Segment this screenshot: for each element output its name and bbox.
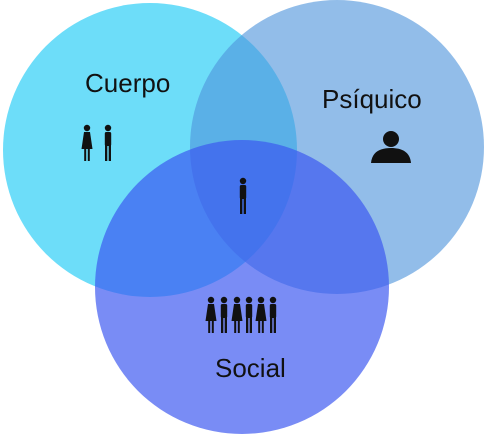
- cuerpo-label: Cuerpo: [85, 68, 171, 98]
- psiquico-label: Psíquico: [322, 84, 422, 114]
- bust-icon: [371, 131, 411, 163]
- venn-circles: [3, 0, 484, 434]
- social-label: Social: [215, 353, 286, 383]
- social-circle: [95, 140, 389, 434]
